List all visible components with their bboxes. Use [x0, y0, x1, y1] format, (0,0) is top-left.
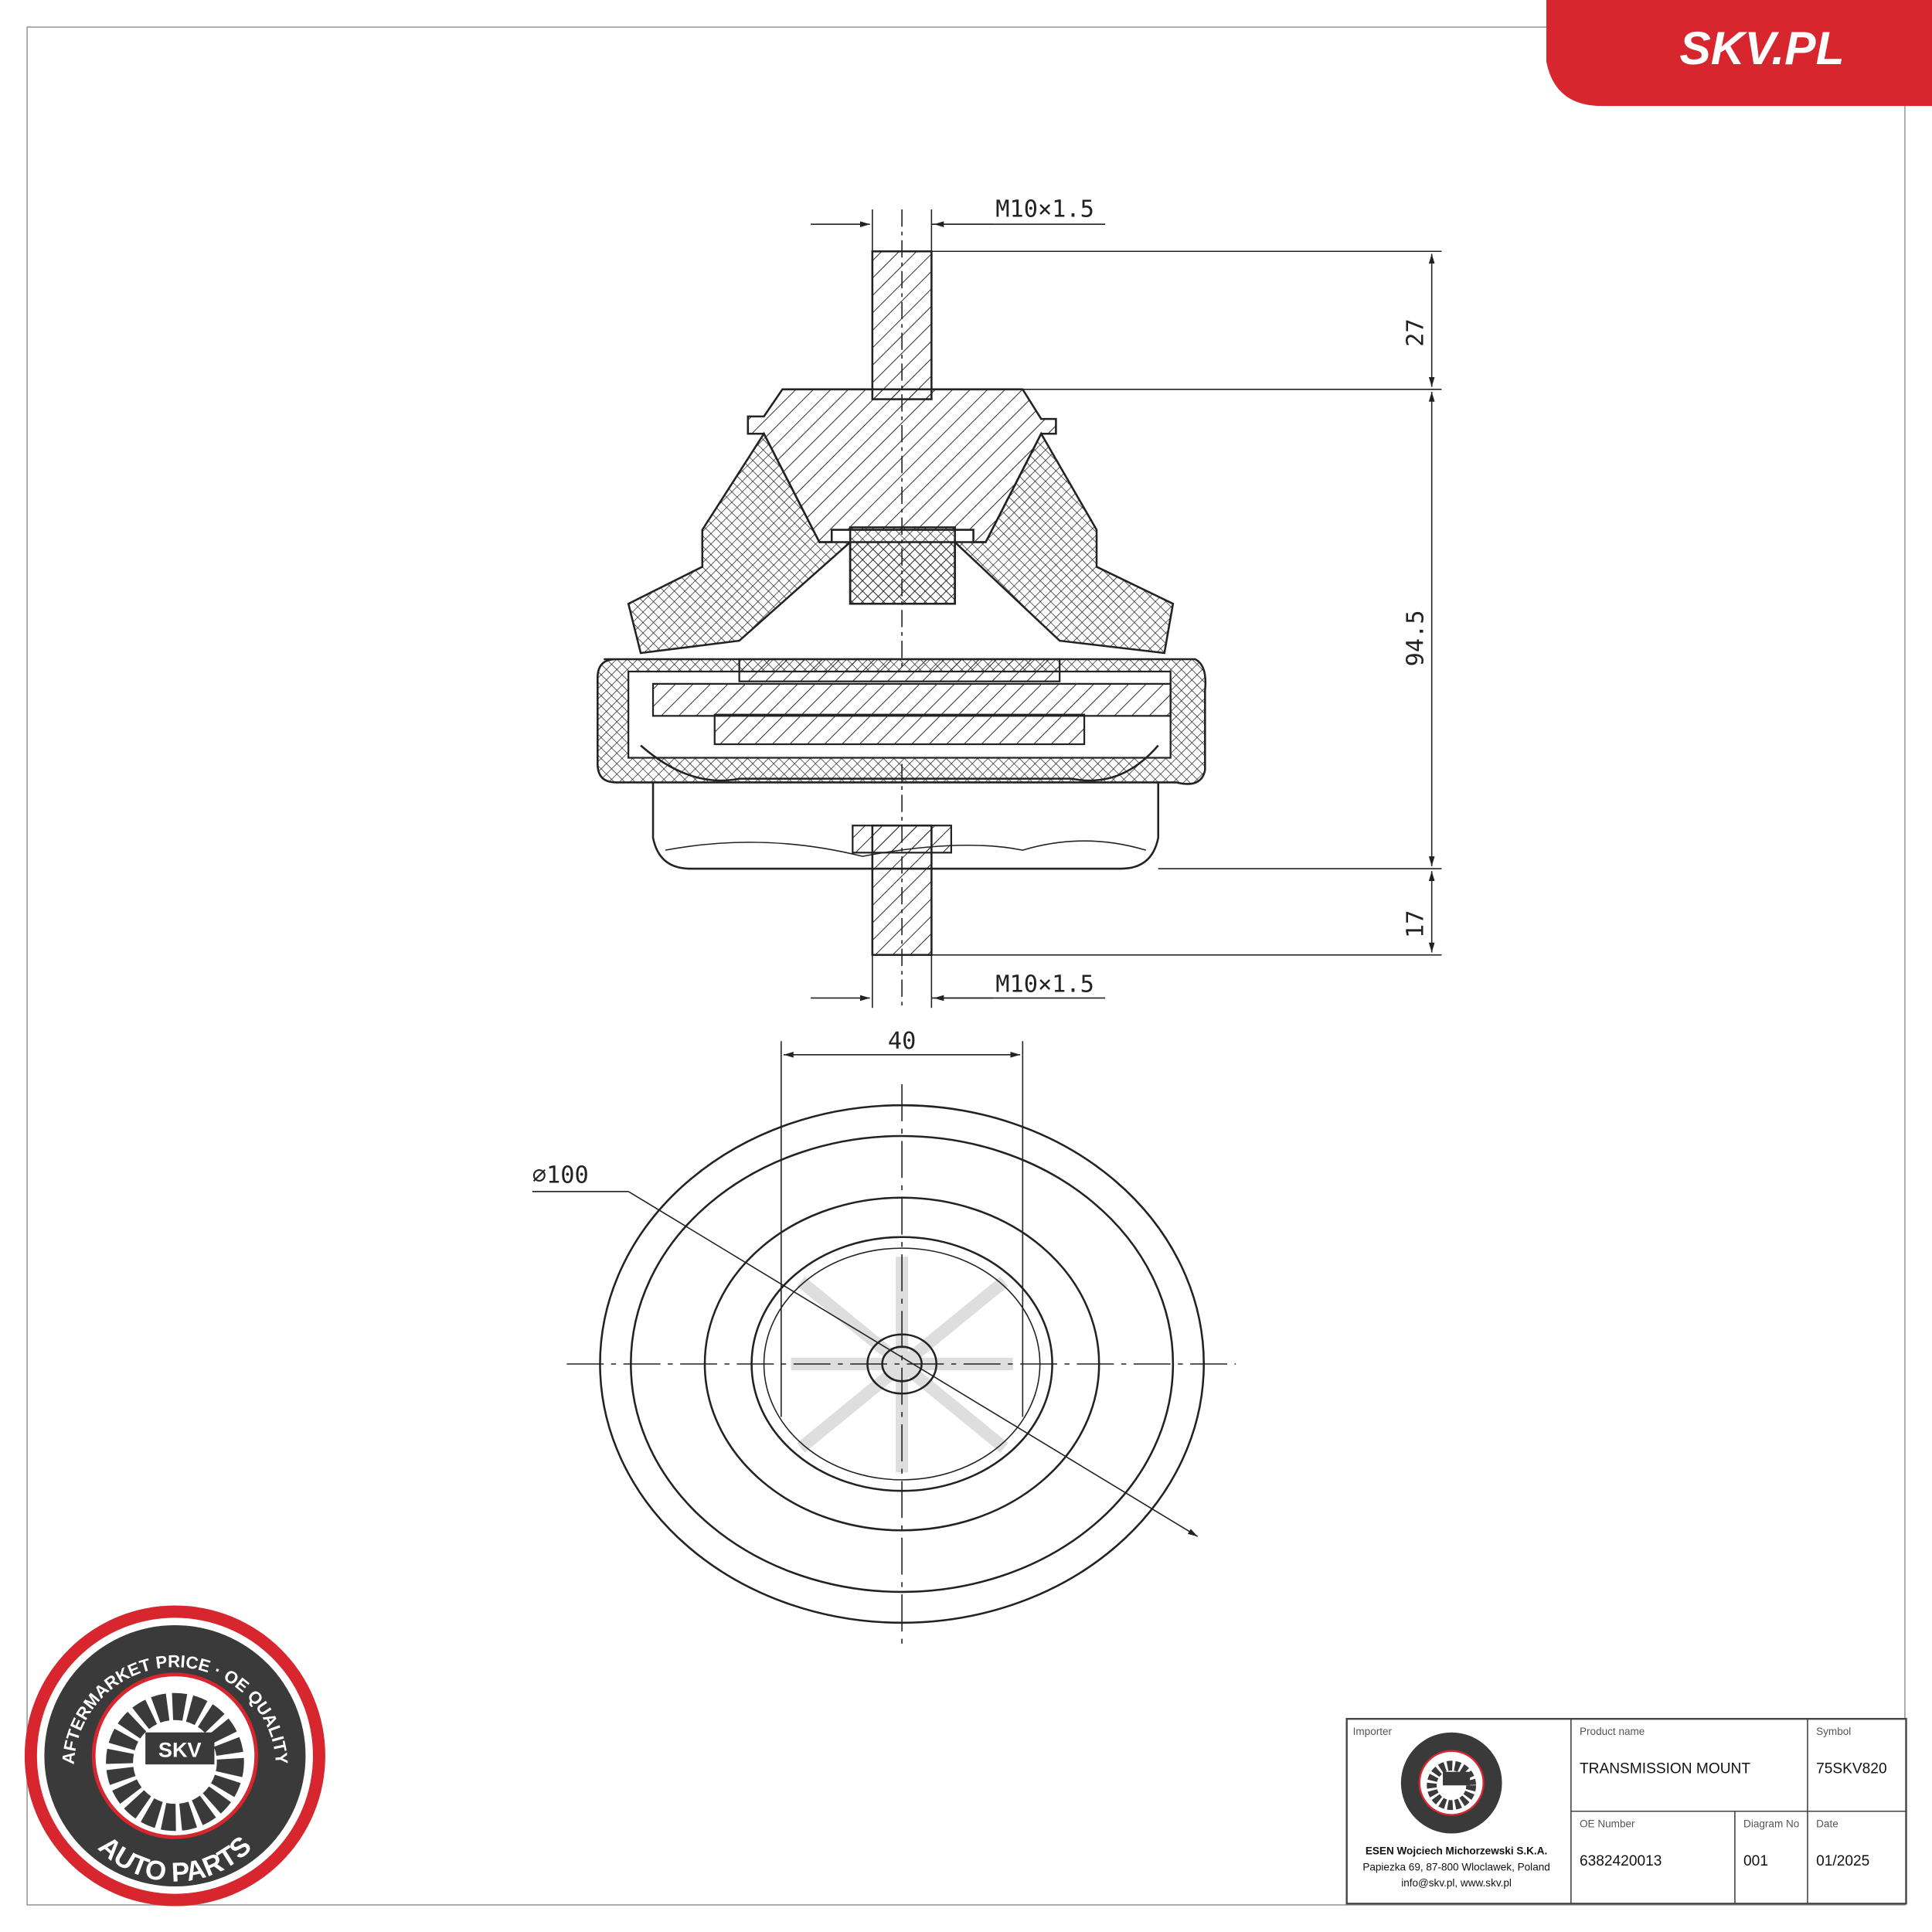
product-name-label: Product name [1580, 1726, 1645, 1737]
diagram-no: 001 [1743, 1853, 1768, 1869]
importer-logo [1400, 1732, 1502, 1834]
diagram-no-label: Diagram No [1743, 1818, 1799, 1829]
stud-bottom-height-label: 17 [1403, 910, 1430, 938]
oe-number-label: OE Number [1580, 1818, 1635, 1829]
diameter-label: ⌀100 [532, 1162, 589, 1189]
stud-top-height-label: 27 [1403, 318, 1430, 346]
symbol-value: 75SKV820 [1816, 1760, 1886, 1777]
title-block: Importer ESEN Wojciech Michorzewski S.K.… [1345, 1717, 1907, 1905]
brand-label: SKV.PL [1679, 22, 1844, 74]
skv-seal-logo: SKV AFTERMARKET PRICE · OE QUALITY AUTO … [24, 1605, 325, 1906]
section-view [597, 209, 1207, 1011]
thread-top-label: M10×1.5 [995, 196, 1094, 223]
brand-corner-badge: SKV.PL [1546, 0, 1932, 107]
top-view: ⌀100 [532, 1084, 1236, 1645]
dimension-lines: M10×1.5 27 94.5 17 M10×1.5 40 [781, 196, 1442, 1417]
page-frame [26, 26, 1906, 1906]
date-value: 01/2025 [1816, 1853, 1869, 1869]
importer-contact: info@skv.pl, www.skv.pl [1401, 1877, 1512, 1889]
date-label: Date [1816, 1818, 1838, 1829]
thread-bottom-label: M10×1.5 [995, 971, 1094, 998]
importer-label: Importer [1353, 1726, 1393, 1737]
importer-address: Papiezka 69, 87-800 Wloclawek, Poland [1362, 1861, 1549, 1872]
symbol-label: Symbol [1816, 1726, 1851, 1737]
product-name: TRANSMISSION MOUNT [1580, 1760, 1750, 1777]
skv-banner [145, 1732, 215, 1765]
plate-width-label: 40 [888, 1028, 916, 1055]
importer-name: ESEN Wojciech Michorzewski S.K.A. [1366, 1845, 1547, 1857]
seal-center-text: SKV [158, 1738, 202, 1762]
body-height-label: 94.5 [1403, 610, 1430, 666]
oe-number: 6382420013 [1580, 1853, 1662, 1869]
